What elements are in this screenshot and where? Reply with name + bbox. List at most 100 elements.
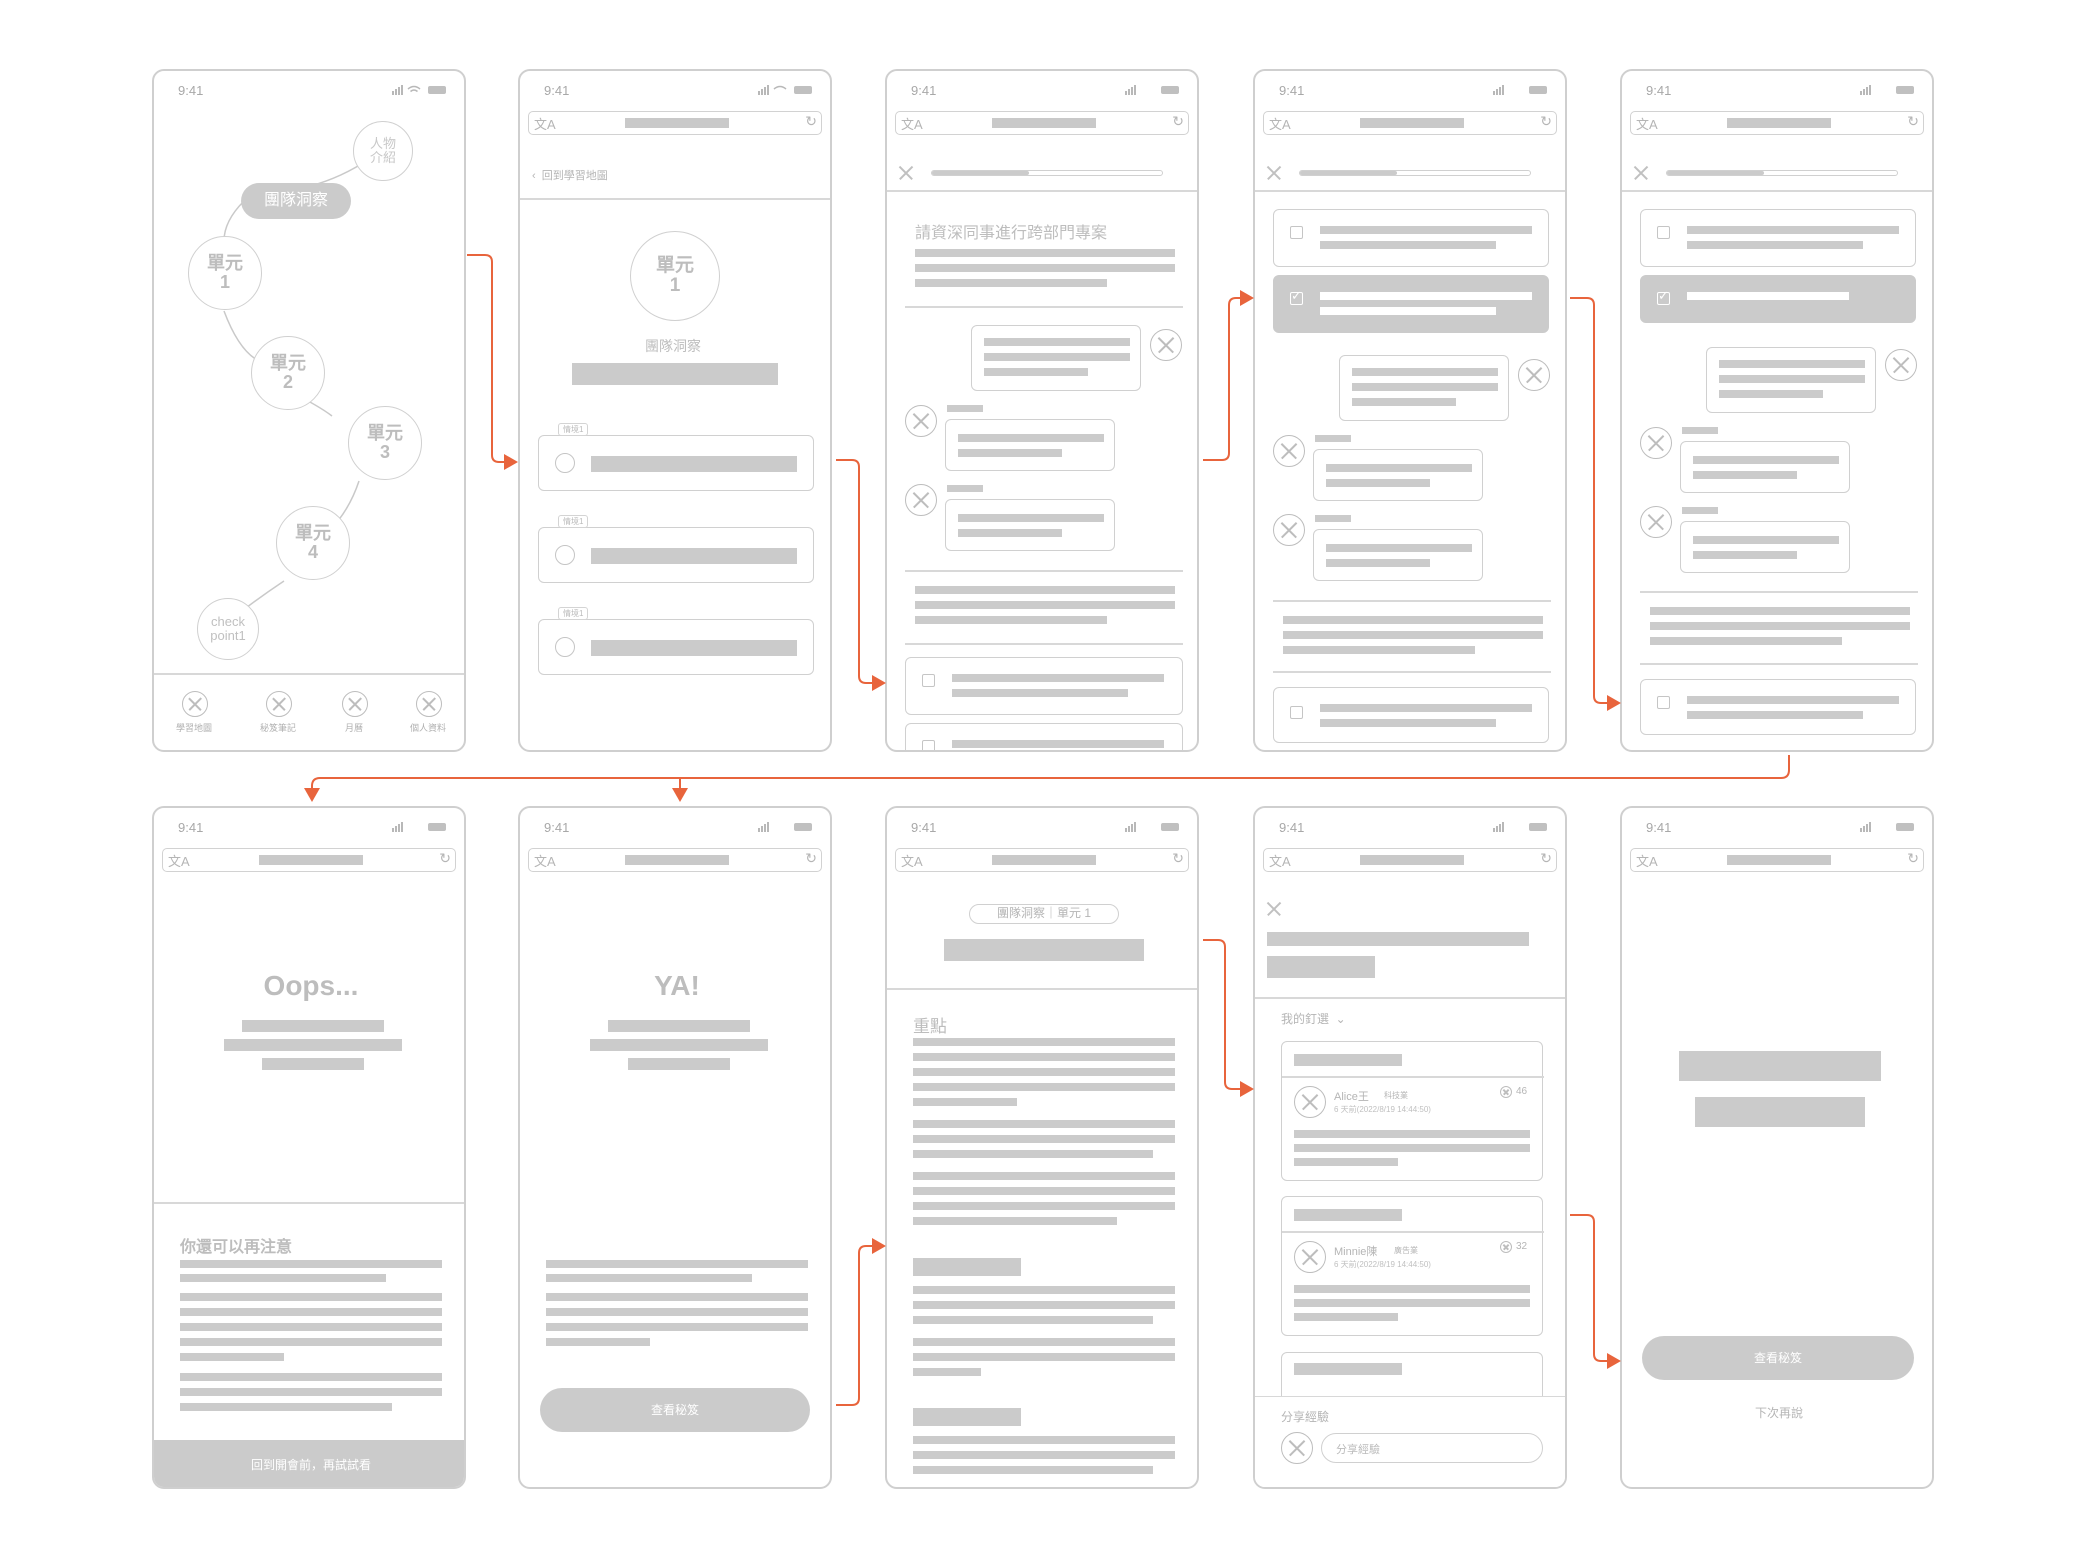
browser-url-bar[interactable]: 文A ↻ — [528, 111, 822, 135]
answer-option-1[interactable] — [905, 657, 1183, 715]
answer-option-3[interactable] — [1273, 687, 1549, 743]
tab-calendar[interactable]: 月曆 — [324, 691, 384, 741]
translate-icon[interactable]: 文A — [534, 854, 556, 869]
post-card-1[interactable]: Alice王 科技業 6 天前(2022/8/19 14:44:50) 46 — [1281, 1041, 1544, 1181]
url-placeholder — [1360, 855, 1464, 865]
reload-icon[interactable]: ↻ — [1907, 850, 1919, 866]
post-card-2[interactable]: Minnie陳 廣告業 6 天前(2022/8/19 14:44:50) 32 — [1281, 1196, 1544, 1336]
header-divider — [1622, 190, 1932, 192]
header-divider — [887, 190, 1197, 192]
translate-icon[interactable]: 文A — [901, 854, 923, 869]
result-line — [590, 1039, 768, 1051]
map-node-unit4[interactable]: 單元 4 — [276, 506, 350, 580]
view-tips-button[interactable]: 查看秘笈 — [540, 1388, 810, 1432]
screen-success-result: 9:41 文A↻ YA! 查看秘笈 — [518, 806, 832, 1489]
answer-option-2[interactable] — [905, 723, 1183, 750]
result-line — [224, 1039, 402, 1051]
map-node-unit1[interactable]: 單元 1 — [188, 236, 262, 310]
translate-icon[interactable]: 文A — [1269, 117, 1291, 132]
answer-line — [1320, 719, 1496, 727]
post-divider — [1282, 1231, 1544, 1233]
maybe-later-link[interactable]: 下次再說 — [1754, 1406, 1803, 1420]
view-tips-button[interactable]: 查看秘笈 — [1642, 1336, 1914, 1380]
reload-icon[interactable]: ↻ — [1540, 113, 1552, 129]
section-divider — [1640, 663, 1918, 665]
browser-url-bar[interactable]: 文A ↻ — [1630, 848, 1924, 872]
reload-icon[interactable]: ↻ — [1540, 850, 1552, 866]
map-node-unit3[interactable]: 單元 3 — [348, 406, 422, 480]
tab-label: 月曆 — [344, 723, 363, 733]
reload-icon[interactable]: ↻ — [439, 850, 451, 866]
tab-profile[interactable]: 個人資料 — [398, 691, 458, 741]
answer-option-2-selected[interactable] — [1640, 275, 1916, 323]
reload-icon[interactable]: ↻ — [1172, 850, 1184, 866]
status-bar: 9:41 — [1622, 71, 1932, 111]
quiz-progress-bar — [1299, 170, 1531, 176]
close-icon[interactable] — [1634, 166, 1648, 180]
share-title: 分享經驗 — [1281, 1410, 1330, 1424]
close-icon[interactable] — [1267, 166, 1281, 180]
status-bar: 9:41 — [1622, 808, 1932, 848]
status-time: 9:41 — [1279, 83, 1305, 98]
answer-checkbox — [1290, 226, 1303, 239]
chat-bubble-left — [1313, 529, 1483, 581]
prompt-line — [915, 279, 1107, 287]
chat-bubble-right — [971, 325, 1141, 391]
browser-url-bar[interactable]: 文A ↻ — [528, 848, 822, 872]
back-link[interactable]: ‹ 回到學習地圖 — [532, 167, 608, 183]
answer-line — [1687, 711, 1863, 719]
screen-answer-confirmed: 9:41 文A ↻ — [1620, 69, 1934, 752]
scenario-text-placeholder — [591, 456, 797, 472]
scenario-option-2[interactable] — [538, 527, 814, 583]
status-time: 9:41 — [544, 820, 570, 835]
reload-icon[interactable]: ↻ — [1907, 113, 1919, 129]
reload-icon[interactable]: ↻ — [1172, 113, 1184, 129]
translate-icon[interactable]: 文A — [1636, 854, 1658, 869]
browser-url-bar[interactable]: 文A ↻ — [895, 111, 1189, 135]
answer-option-1[interactable] — [1640, 209, 1916, 267]
flow-arrow-9 — [1570, 1214, 1621, 1369]
translate-icon[interactable]: 文A — [1636, 117, 1658, 132]
close-icon[interactable] — [1267, 902, 1281, 916]
translate-icon[interactable]: 文A — [901, 117, 923, 132]
chat-avatar-icon — [1150, 329, 1182, 361]
map-node-person-intro[interactable]: 人物 介紹 — [353, 121, 413, 181]
tab-notes[interactable]: 秘笈筆記 — [248, 691, 308, 741]
reload-icon[interactable]: ↻ — [805, 850, 817, 866]
scenario-option-1[interactable] — [538, 435, 814, 491]
bubble-line — [1326, 464, 1472, 472]
answer-option-3[interactable] — [1640, 679, 1916, 735]
translate-icon[interactable]: 文A — [168, 854, 190, 869]
tab-learning-map[interactable]: 學習地圖 — [164, 691, 224, 741]
browser-url-bar[interactable]: 文A ↻ — [1263, 111, 1557, 135]
answer-line — [1687, 292, 1849, 300]
answer-option-1[interactable] — [1273, 209, 1549, 267]
close-icon[interactable] — [899, 166, 913, 180]
scenario-option-3[interactable] — [538, 619, 814, 675]
flow-arrow-2 — [836, 459, 886, 691]
map-node-unit2[interactable]: 單元 2 — [251, 336, 325, 410]
map-current-chapter-pill[interactable]: 團隊洞察 — [241, 183, 351, 219]
status-bar: 9:41 — [1255, 71, 1565, 111]
answer-line — [1687, 696, 1899, 704]
screen-unit-summary: 9:41 文A↻ 團隊洞察｜單元 1 重點 — [885, 806, 1199, 1489]
notice-line — [180, 1353, 284, 1361]
browser-url-bar[interactable]: 文A ↻ — [895, 848, 1189, 872]
browser-url-bar[interactable]: 文A ↻ — [1263, 848, 1557, 872]
pinned-filter-dropdown[interactable]: 我的釘選 ⌄ — [1281, 1010, 1346, 1027]
unit-title-placeholder — [572, 363, 778, 385]
like-icon[interactable] — [1500, 1241, 1512, 1253]
map-node-checkpoint[interactable]: check point1 — [197, 598, 259, 660]
browser-url-bar[interactable]: 文A ↻ — [162, 848, 456, 872]
translate-icon[interactable]: 文A — [1269, 854, 1291, 869]
unit-subtitle: 團隊洞察 — [645, 338, 701, 354]
translate-icon[interactable]: 文A — [534, 117, 556, 132]
retry-button[interactable]: 回到開會前，再試試看 — [154, 1440, 464, 1487]
header-divider — [520, 198, 830, 200]
browser-url-bar[interactable]: 文A ↻ — [1630, 111, 1924, 135]
answer-option-2-selected[interactable] — [1273, 275, 1549, 333]
scenario-radio — [555, 453, 575, 473]
reload-icon[interactable]: ↻ — [805, 113, 817, 129]
like-icon[interactable] — [1500, 1086, 1512, 1098]
share-experience-input[interactable]: 分享經驗 — [1321, 1433, 1543, 1463]
